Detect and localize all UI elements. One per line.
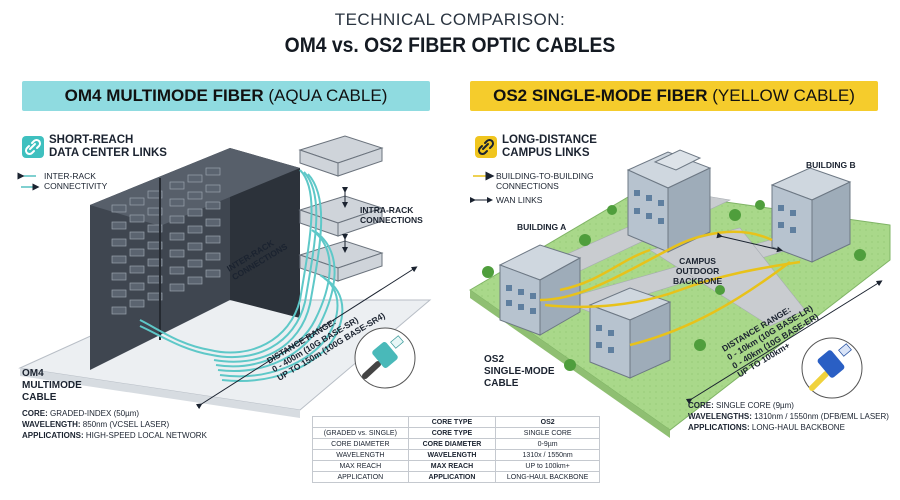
om4-lc-connector-icon — [354, 327, 416, 389]
building-a-label: BUILDING A — [517, 222, 567, 232]
building-b-model — [770, 167, 852, 263]
om4-distance-arrow — [195, 266, 418, 410]
os2-spec-core: CORE: SINGLE CORE (9µm) — [688, 401, 794, 410]
om4-cable-label: OM4 MULTIMODE CABLE — [22, 368, 82, 403]
os2-feature-title: LONG-DISTANCE CAMPUS LINKS — [502, 134, 597, 159]
om4-spec-core: CORE: GRADED-INDEX (50µm) — [22, 409, 140, 418]
om4-banner: OM4 MULTIMODE FIBER (AQUA CABLE) — [22, 81, 430, 111]
om4-feature-title: SHORT-REACH DATA CENTER LINKS — [49, 134, 167, 159]
os2-banner-subtitle: (YELLOW CABLE) — [707, 86, 855, 105]
os2-banner-title: OS2 SINGLE-MODE FIBER — [493, 86, 708, 105]
building-a-model — [498, 244, 582, 336]
om4-banner-title: OM4 MULTIMODE FIBER — [64, 86, 264, 105]
os2-spec-wavelengths: WAVELENGTHS: 1310nm / 1550nm (DFB/EML LA… — [688, 412, 889, 421]
campus-trees — [482, 200, 866, 371]
chain-link-icon — [475, 136, 497, 158]
building-b-label: BUILDING B — [806, 160, 856, 170]
os2-cable-label: OS2 SINGLE-MODE CABLE — [484, 354, 555, 389]
campus-backbone-label: CAMPUS OUTDOOR BACKBONE — [673, 256, 723, 286]
om4-spec-list: CORE: GRADED-INDEX (50µm) WAVELENGTH: 85… — [22, 408, 207, 441]
building-center-model — [626, 149, 712, 253]
os2-spec-applications: APPLICATIONS: LONG-HAUL BACKBONE — [688, 423, 845, 432]
intra-rack-label: INTRA-RACK CONNECTIONS — [360, 205, 423, 225]
building-front-model — [588, 287, 672, 379]
page-title: TECHNICAL COMPARISON: — [334, 10, 566, 29]
os2-sc-connector-icon — [801, 337, 863, 399]
chain-link-icon — [22, 136, 44, 158]
page-subtitle: OM4 vs. OS2 FIBER OPTIC CABLES — [284, 34, 616, 57]
os2-legend: BUILDING-TO-BUILDING CONNECTIONS WAN LIN… — [496, 171, 594, 205]
om4-spec-wavelength: WAVELENGTH: 850nm (VCSEL LASER) — [22, 420, 170, 429]
os2-spec-list: CORE: SINGLE CORE (9µm) WAVELENGTHS: 131… — [688, 400, 889, 433]
om4-spec-applications: APPLICATIONS: HIGH-SPEED LOCAL NETWORK — [22, 431, 207, 440]
om4-legend: INTER-RACK CONNECTIVITY — [44, 171, 108, 191]
os2-banner: OS2 SINGLE-MODE FIBER (YELLOW CABLE) — [470, 81, 878, 111]
om4-banner-subtitle: (AQUA CABLE) — [263, 86, 388, 105]
os2-distance-arrow — [685, 280, 883, 405]
